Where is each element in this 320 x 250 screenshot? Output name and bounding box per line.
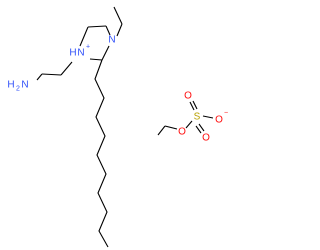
bond-anion-ch3-ch2 (157, 125, 166, 136)
bond-s-oxo-top-a (189, 101, 195, 111)
ring-nitrogen-3-label: N (77, 48, 84, 59)
bond-aminoethyl-ch2-ch2 (41, 73, 62, 76)
imidazolidinium-ring (79, 25, 111, 61)
bond-s-oxo-bottom-a (195, 125, 202, 134)
anion-oxo-top-label: O (184, 91, 192, 102)
bond-s-oxo-bottom-b (198, 123, 205, 132)
anion-sulfur-label: S (194, 112, 201, 123)
amine-hydrogen-label: H (7, 80, 14, 91)
ring-nitrogen-3-charge: + (86, 44, 90, 51)
anion-charged-oxygen-label: O (215, 115, 223, 126)
undecyl-zigzag (94, 59, 109, 248)
bond-ring-c2-n3 (89, 58, 103, 61)
anion-charge: − (224, 110, 228, 117)
bond-ch2-nh2 (36, 73, 43, 81)
bond-anion-ch2-o (164, 125, 178, 130)
bond-ring-ch2-top-left (87, 25, 107, 28)
ethyl-sulfate-anion (157, 100, 214, 136)
bond-n3-ch2 (60, 61, 73, 76)
bond-ring-n3-ch2 (79, 26, 89, 47)
anion-oxo-bottom-label: O (202, 133, 210, 144)
structure-canvas: N H N + H 2 N O S O O O − (7, 6, 229, 248)
bond-ring-ch2-n1 (105, 25, 111, 36)
amine-nitrogen-label: N (21, 80, 28, 91)
bond-n1-ethyl-1 (116, 23, 123, 37)
bond-anion-o-s (185, 120, 193, 129)
bond-ring-n1-c2 (101, 45, 110, 61)
ring-nitrogen-1-label: N (108, 35, 115, 46)
molecule-diagram: N H N + H 2 N O S O O O − (7, 6, 228, 248)
bond-s-oxo-top-b (192, 100, 198, 110)
amine-subscript: 2 (16, 86, 20, 93)
ring-nitrogen-3-hydrogen: H (69, 48, 76, 59)
bond-n1-ethyl-2 (113, 6, 123, 25)
bond-s-o-anion (202, 115, 214, 119)
aminoethyl-group (36, 61, 73, 81)
anion-ester-oxygen-label: O (178, 127, 186, 138)
n-ethyl-group (113, 6, 123, 37)
undecyl-chain (94, 59, 109, 248)
